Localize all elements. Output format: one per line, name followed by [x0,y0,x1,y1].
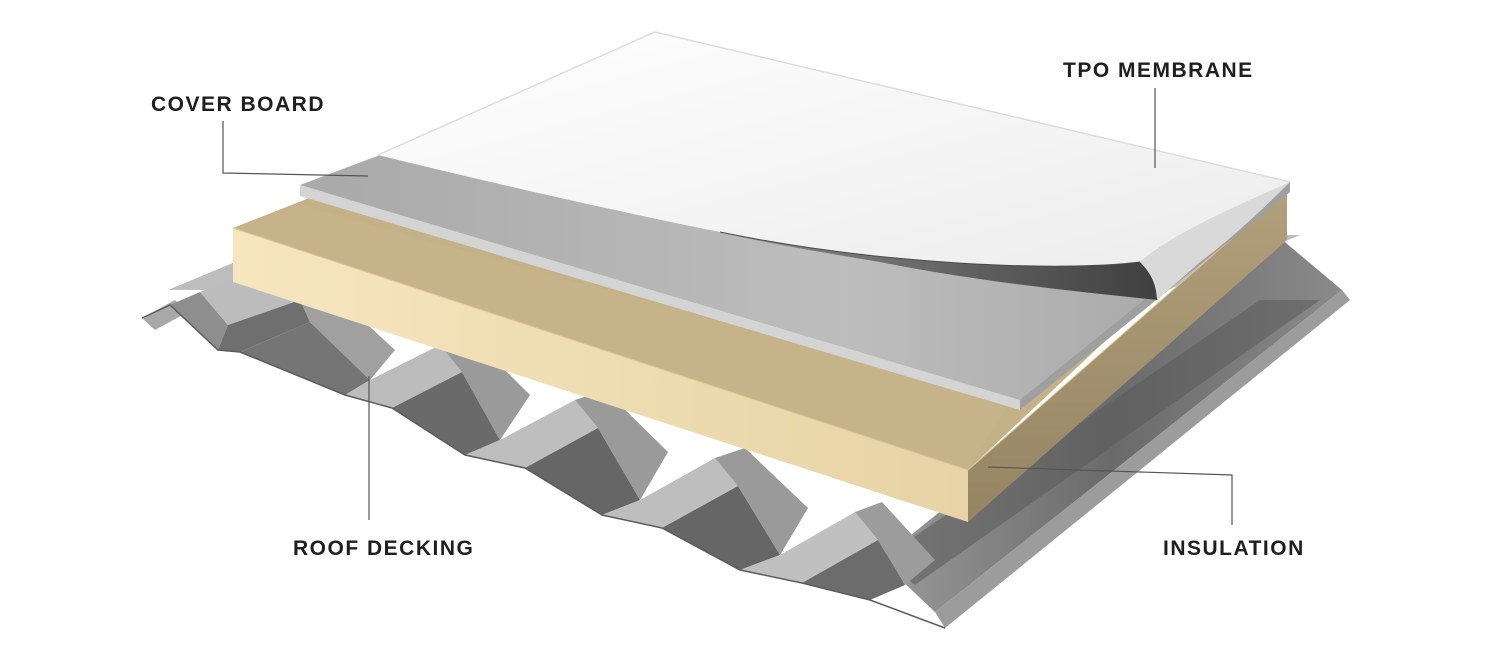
leader-lines [222,88,1233,525]
label-roof-decking: ROOF DECKING [293,537,475,560]
deck-right-valley [880,300,1320,585]
tpo-membrane-layer [377,31,1291,300]
deck-right-flange [935,290,1350,628]
insulation-front [233,228,968,522]
label-tpo-membrane: TPO MEMBRANE [1063,59,1254,82]
membrane-sheet [378,32,1290,267]
insulation-top-strip [233,205,1010,470]
deck-corrugations [170,268,935,600]
label-insulation: INSULATION [1163,537,1305,560]
leader-insulation [987,466,1233,525]
membrane-curl-underside [720,232,1158,300]
roof-decking-layer [141,235,1350,629]
deck-front-edge [141,304,946,629]
leader-cover-board [222,121,369,177]
membrane-curl-lip [1140,182,1290,300]
insulation-side [968,190,1287,522]
cover-board-front-edge [300,185,1020,410]
label-cover-board: COVER BOARD [151,93,326,116]
